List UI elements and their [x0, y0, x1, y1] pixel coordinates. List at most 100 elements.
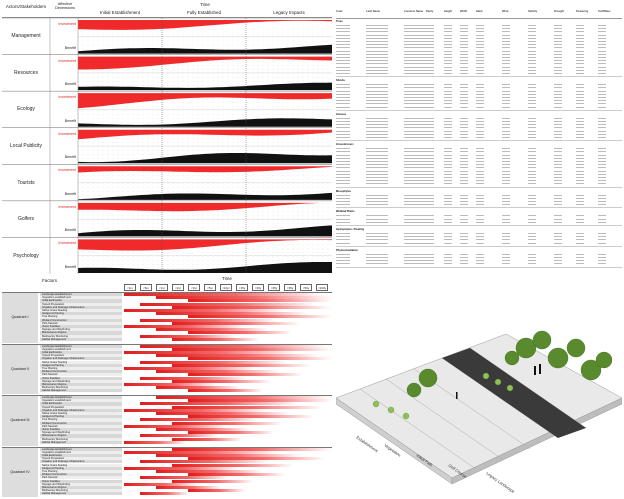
- matrix-waves: [2, 18, 332, 274]
- factor-row: Wetland Construction: [40, 421, 122, 425]
- factor-row: Landscape Establishment: [40, 344, 122, 348]
- plant-table-header: Soil/Water: [598, 10, 611, 13]
- benefit-label: Benefit: [64, 155, 76, 160]
- investment-label: Investment: [58, 241, 76, 246]
- factor-row: Landscape Establishment: [40, 396, 122, 400]
- factor-intensity-bar: [156, 428, 250, 431]
- benefit-wave: [78, 118, 332, 127]
- investment-wave: [78, 239, 332, 251]
- time-header-2: Time: [222, 276, 232, 281]
- factor-row: Tree Planting: [40, 315, 122, 319]
- plant-group-label: Hydrophytes / Floating: [336, 228, 365, 231]
- factor-intensity-bar: [172, 463, 293, 467]
- plant-table-header: Common Name: [404, 10, 424, 13]
- factor-intensity-bar: [140, 376, 247, 380]
- factor-row: Visitor Facilities: [40, 428, 122, 432]
- investment-wave: [78, 166, 332, 173]
- investment-label: Investment: [58, 131, 76, 136]
- time-column-header: <25y: [268, 284, 280, 291]
- factors-timeline-table: Factors Time <1m<6m<1yr<2yr<3yr<5yr<10yr…: [2, 276, 332, 498]
- benefit-wave: [78, 262, 332, 273]
- factor-intensity-bar: [140, 344, 327, 348]
- factor-intensity-bar: [140, 418, 258, 422]
- factor-row: Initial Earthworks: [40, 299, 122, 303]
- plant-table-header: Salinity: [528, 10, 538, 13]
- factor-intensity-bar: [188, 489, 245, 493]
- factor-intensity-bar: [124, 482, 197, 486]
- investment-wave: [78, 129, 332, 140]
- actor-label: Psychology: [13, 252, 39, 259]
- factor-intensity-bar: [188, 389, 263, 393]
- benefit-label: Benefit: [64, 228, 76, 233]
- factor-intensity-bar: [156, 354, 319, 358]
- factor-intensity-bar: [188, 373, 303, 377]
- factor-row: Topsoil Preparation: [40, 302, 122, 306]
- plant-group-label: Shrubs: [336, 79, 345, 83]
- benefit-label: Benefit: [64, 265, 76, 269]
- time-column-header: <2yr: [172, 284, 184, 291]
- factor-row: Path Network: [40, 424, 122, 428]
- investment-wave: [78, 56, 332, 70]
- factor-intensity-bar: [156, 396, 330, 399]
- time-column-header: <1yr: [156, 284, 168, 291]
- time-column-header: <1m: [124, 284, 136, 291]
- plant-table-header: Habit: [476, 10, 483, 13]
- actor-label: Tourists: [17, 179, 35, 186]
- factor-intensity-bar: [172, 437, 242, 441]
- quadrant-label: Quadrant III: [2, 396, 38, 446]
- factor-row: Maintenance Regime: [40, 331, 122, 335]
- factor-row: Biodiversity Monitoring: [40, 489, 122, 493]
- factor-row: Visitor Facilities: [40, 325, 122, 329]
- plant-group-label: Mesophytes: [336, 189, 351, 193]
- factor-row: Visitor Facilities: [40, 479, 122, 483]
- benefit-wave: [78, 153, 332, 164]
- factor-row: Wetland Construction: [40, 318, 122, 322]
- quadrant-label: Quadrant IV: [2, 447, 38, 497]
- factor-intensity-bar: [124, 408, 266, 412]
- factor-intensity-bar: [156, 386, 239, 390]
- time-column-header: <20y: [252, 284, 264, 291]
- factor-row: Signage and Wayfinding: [40, 379, 122, 383]
- investment-label: Investment: [58, 95, 76, 100]
- factor-row: Vegetation establishment: [40, 296, 122, 300]
- phase-initial: Initial Establishment: [99, 10, 141, 15]
- factor-row: Native Grass Seeding: [40, 412, 122, 416]
- factor-intensity-bar: [124, 350, 295, 354]
- factor-intensity-bar: [172, 363, 311, 367]
- time-column-header: <15y: [236, 284, 248, 291]
- stakeholder-matrix: Actors/Stakeholders Affective Dimensions…: [2, 2, 332, 274]
- factor-row: Wetland Construction: [40, 370, 122, 374]
- time-column-header: <100y: [316, 284, 328, 291]
- benefit-label: Benefit: [64, 191, 76, 196]
- factor-intensity-bar: [140, 318, 276, 322]
- factor-intensity-bar: [188, 415, 314, 419]
- factor-intensity-bar: [188, 299, 332, 303]
- plant-table-header: Wind: [502, 10, 509, 13]
- factor-row: Biodiversity Monitoring: [40, 334, 122, 338]
- factor-intensity-bar: [156, 469, 261, 473]
- factor-intensity-bar: [172, 479, 253, 483]
- investment-wave: [78, 93, 332, 109]
- factor-intensity-bar: [156, 328, 268, 332]
- factor-intensity-bar: [188, 331, 292, 335]
- plant-table-header: Drought: [554, 10, 565, 13]
- factor-intensity-bar: [188, 457, 325, 461]
- factor-row: Irrigation and Drainage Infrastructure: [40, 305, 122, 309]
- factor-intensity-bar: [140, 402, 298, 406]
- benefit-wave: [78, 192, 332, 200]
- factor-row: Signage and Wayfinding: [40, 482, 122, 486]
- time-header: Time: [200, 2, 210, 7]
- actor-label: Golfers: [17, 216, 35, 223]
- factor-intensity-bar: [156, 312, 308, 316]
- factor-row: Hedgerow Planting: [40, 363, 122, 367]
- plant-table-header: Flowering: [576, 10, 589, 13]
- factor-row: Path Network: [40, 373, 122, 377]
- factor-row: Topsoil Preparation: [40, 457, 122, 461]
- plant-group-label: Trees: [336, 20, 343, 23]
- factor-row: Irrigation and Drainage Infrastructure: [40, 357, 122, 361]
- factor-intensity-bar: [124, 325, 244, 328]
- factor-intensity-bar: [124, 293, 324, 296]
- factor-row: Irrigation and Drainage Infrastructure: [40, 408, 122, 412]
- factor-intensity-bar: [124, 382, 215, 386]
